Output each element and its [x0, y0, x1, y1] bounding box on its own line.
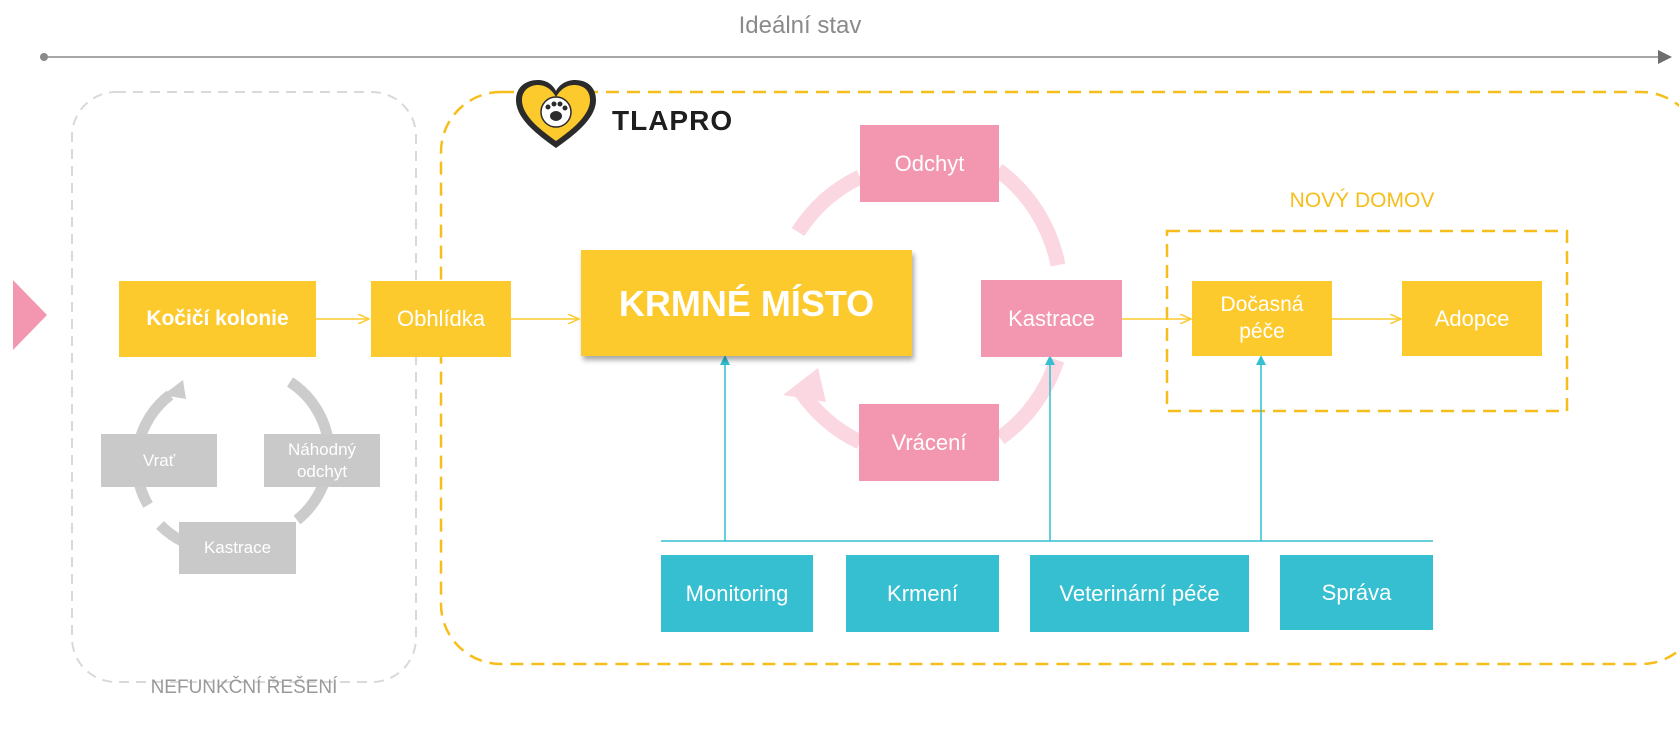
- cycle-random-catch-box: Náhodný odchyt: [264, 434, 380, 487]
- page-title: Ideální stav: [738, 12, 862, 39]
- brand-name: TLAPRO: [612, 105, 734, 136]
- services-bus: [661, 355, 1433, 542]
- service-monitoring-box: Monitoring: [661, 555, 813, 632]
- nonfunctional-solution-label: NEFUNKČNÍ ŘEŠENÍ: [150, 677, 338, 698]
- new-home-label: NOVÝ DOMOV: [1289, 189, 1435, 212]
- new-home-frame: [1165, 229, 1569, 413]
- service-management-box: Správa: [1280, 555, 1433, 630]
- timeline: [40, 50, 1672, 64]
- feeding-place-box: KRMNÉ MÍSTO: [581, 250, 912, 356]
- grey-cycle-arrowhead: [163, 380, 186, 399]
- left-play-marker: [13, 280, 47, 350]
- temporary-care-box: Dočasná péče: [1192, 281, 1332, 356]
- nonfunctional-solution-frame: [71, 91, 417, 683]
- inspection-box: Obhlídka: [371, 281, 511, 357]
- service-feeding-box: Krmení: [846, 555, 999, 632]
- castration-box: Kastrace: [981, 280, 1122, 357]
- tlapro-frame: [439, 90, 1679, 666]
- adoption-box: Adopce: [1402, 281, 1542, 356]
- cat-colony-box: Kočičí kolonie: [119, 281, 316, 357]
- cycle-return-box: Vrať: [101, 434, 217, 487]
- tlapro-logo-icon: [516, 80, 596, 148]
- catching-box: Odchyt: [860, 125, 999, 202]
- pink-cycle-arrowhead: [783, 368, 826, 402]
- cycle-castration-box: Kastrace: [179, 522, 296, 574]
- returning-box: Vrácení: [859, 404, 999, 481]
- service-vet-care-box: Veterinární péče: [1030, 555, 1249, 632]
